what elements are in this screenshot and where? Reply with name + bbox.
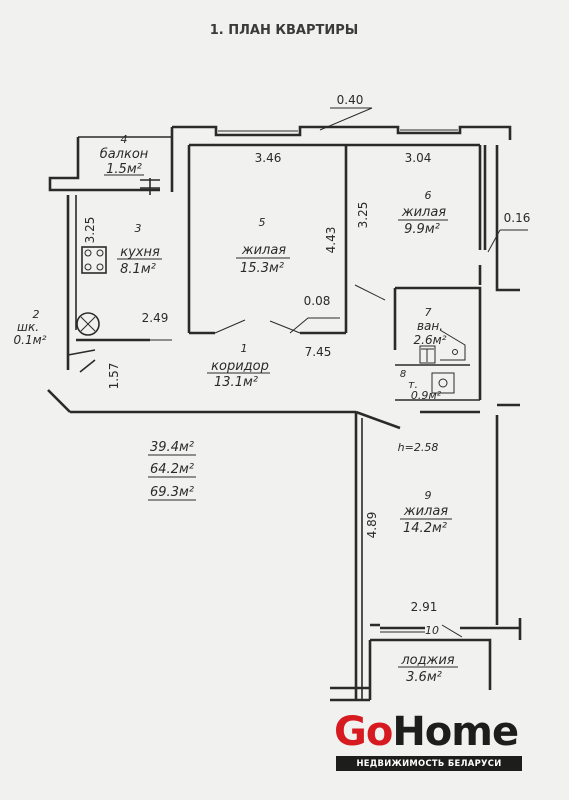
svg-text:10: 10 bbox=[425, 624, 439, 637]
svg-text:кухня: кухня bbox=[120, 245, 160, 260]
svg-text:0.1м²: 0.1м² bbox=[14, 333, 47, 347]
svg-text:9: 9 bbox=[425, 489, 432, 502]
svg-text:14.2м²: 14.2м² bbox=[403, 521, 447, 536]
dimension-3-04: 3.04 bbox=[405, 151, 432, 165]
svg-text:жилая: жилая bbox=[403, 504, 448, 519]
room-label-kitchen: 3 кухня 8.1м² bbox=[117, 222, 162, 277]
room-label-loggia: 10 лоджия 3.6м² bbox=[398, 624, 458, 685]
room-label-bathroom: 7 ван. 2.6м² bbox=[414, 306, 447, 347]
svg-text:8: 8 bbox=[400, 369, 406, 380]
room-label-corridor: 1 коридор 13.1м² bbox=[207, 342, 270, 390]
svg-text:13.1м²: 13.1м² bbox=[214, 375, 258, 390]
dimension-3-46: 3.46 bbox=[255, 151, 282, 165]
svg-text:шк.: шк. bbox=[17, 320, 39, 334]
svg-text:1.5м²: 1.5м² bbox=[106, 162, 142, 177]
ceiling-height: h=2.58 bbox=[398, 441, 439, 454]
svg-text:коридор: коридор bbox=[211, 359, 269, 374]
svg-text:балкон: балкон bbox=[100, 147, 149, 162]
room-label-living-5: 5 жилая 15.3м² bbox=[236, 216, 290, 276]
area-totals: 39.4м² 64.2м² 69.3м² bbox=[148, 440, 196, 501]
room-label-balcony: 4 балкон 1.5м² bbox=[100, 133, 149, 177]
svg-text:7: 7 bbox=[425, 306, 432, 319]
svg-text:3: 3 bbox=[135, 222, 142, 235]
dimension-3-25-room: 3.25 bbox=[356, 202, 370, 229]
logo-tagline: НЕДВИЖИМОСТЬ БЕЛАРУСИ bbox=[336, 756, 522, 771]
dimension-0-16: 0.16 bbox=[504, 211, 531, 225]
svg-text:8.1м²: 8.1м² bbox=[120, 262, 156, 277]
dimension-0-40: 0.40 bbox=[337, 93, 364, 107]
logo-wordmark: GoHome bbox=[334, 708, 519, 756]
svg-text:3.6м²: 3.6м² bbox=[406, 670, 442, 685]
svg-text:ван.: ван. bbox=[417, 319, 443, 333]
walls bbox=[47, 125, 522, 702]
svg-text:т.: т. bbox=[408, 378, 418, 391]
svg-text:5: 5 bbox=[259, 216, 266, 229]
total-area: 64.2м² bbox=[150, 462, 194, 477]
svg-text:9.9м²: 9.9м² bbox=[404, 222, 440, 237]
svg-text:4: 4 bbox=[121, 133, 128, 146]
svg-text:0.9м²: 0.9м² bbox=[411, 389, 442, 402]
dimension-1-57: 1.57 bbox=[107, 363, 121, 390]
dimension-4-43: 4.43 bbox=[324, 227, 338, 254]
dimension-4-89: 4.89 bbox=[365, 512, 379, 539]
room-label-shkaf: 2 шк. 0.1м² bbox=[14, 308, 47, 347]
svg-text:15.3м²: 15.3м² bbox=[240, 261, 284, 276]
room-label-living-6: 6 жилая 9.9м² bbox=[398, 189, 448, 237]
room-label-toilet: 8 т. 0.9м² bbox=[400, 369, 442, 402]
plan-title: 1. ПЛАН КВАРТИРЫ bbox=[210, 23, 359, 38]
living-area-total: 39.4м² bbox=[150, 440, 194, 455]
logo-go: Go bbox=[334, 709, 393, 755]
wc-fixture-icon bbox=[452, 349, 458, 355]
dimension-lines bbox=[140, 107, 528, 341]
bathtub-icon bbox=[439, 329, 466, 361]
dimension-2-91: 2.91 bbox=[411, 600, 438, 614]
ventilation-icon bbox=[76, 312, 100, 336]
svg-text:жилая: жилая bbox=[241, 243, 286, 258]
logo-home: Home bbox=[392, 709, 519, 755]
svg-text:лоджия: лоджия bbox=[400, 653, 454, 668]
svg-text:2.6м²: 2.6м² bbox=[414, 333, 447, 347]
gohome-logo: GoHome НЕДВИЖИМОСТЬ БЕЛАРУСИ bbox=[334, 708, 524, 774]
sink-icon bbox=[431, 372, 455, 394]
dimension-3-25-kitchen: 3.25 bbox=[83, 217, 97, 244]
dimension-2-49: 2.49 bbox=[142, 311, 169, 325]
svg-text:1: 1 bbox=[241, 342, 248, 355]
toilet-icon bbox=[419, 345, 436, 364]
total-area-with-balconies: 69.3м² bbox=[150, 485, 194, 500]
dimension-7-45: 7.45 bbox=[305, 345, 332, 359]
svg-text:2: 2 bbox=[33, 308, 40, 321]
stove-icon bbox=[81, 246, 107, 274]
room-label-living-9: 9 жилая 14.2м² bbox=[400, 489, 452, 536]
dimension-0-08: 0.08 bbox=[304, 294, 331, 308]
svg-text:6: 6 bbox=[425, 189, 432, 202]
svg-text:жилая: жилая bbox=[401, 205, 446, 220]
